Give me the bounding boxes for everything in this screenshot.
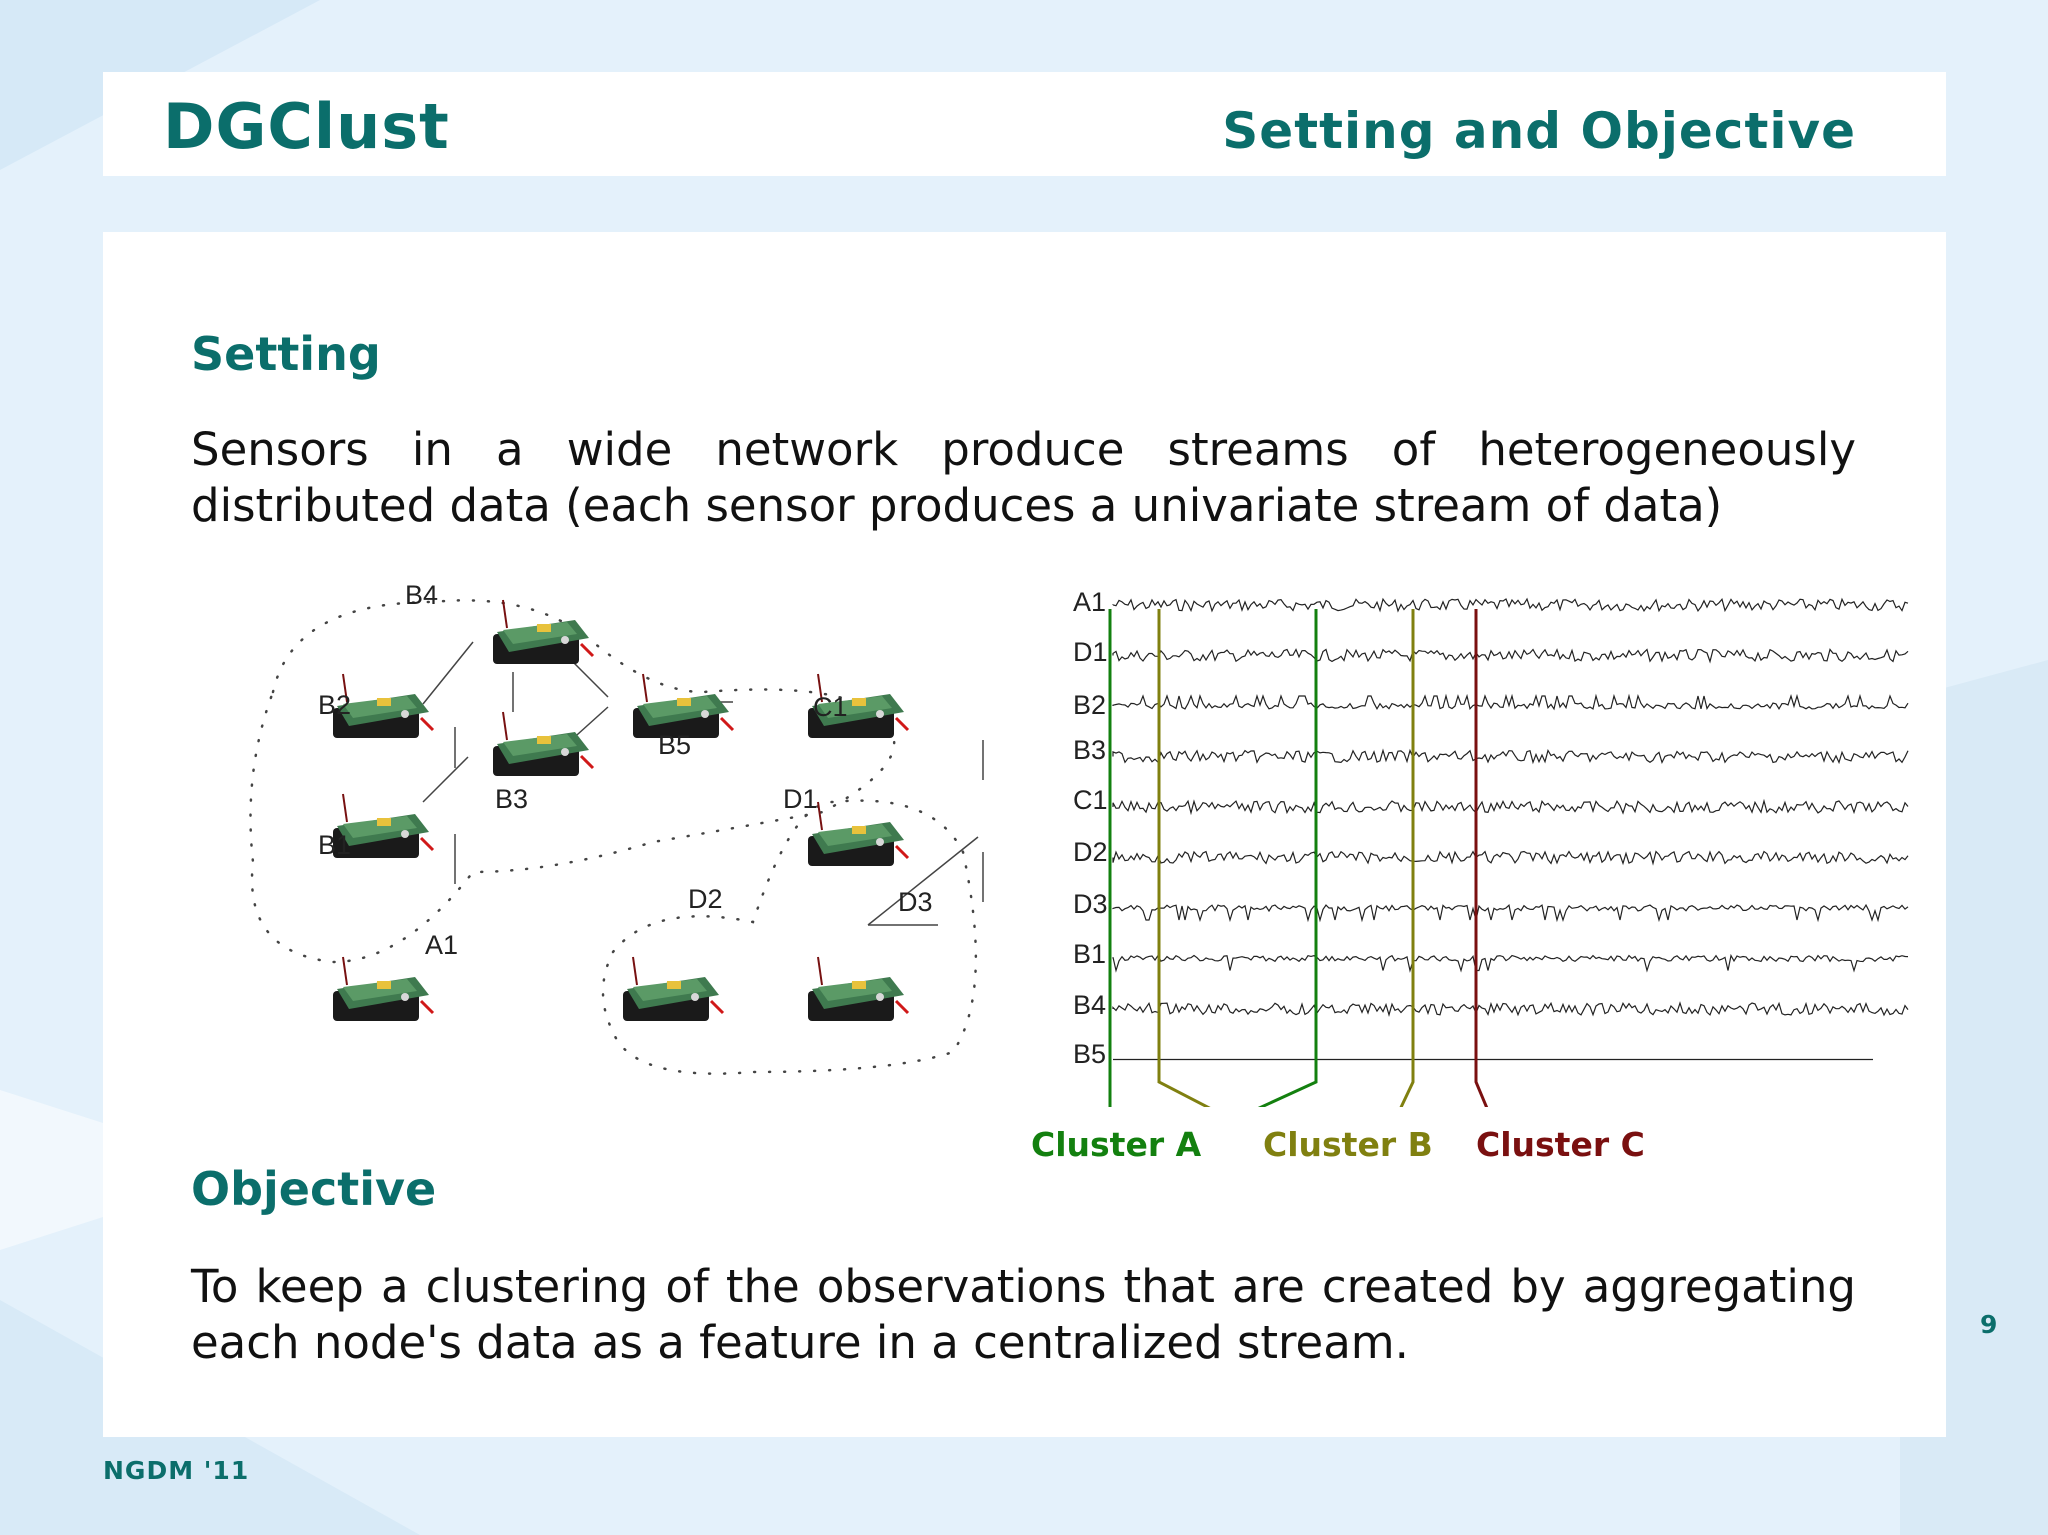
stream-label-d2: D2 — [1073, 837, 1108, 867]
stream-signal — [1112, 748, 1909, 765]
node-label-b5: B5 — [658, 730, 692, 760]
slide-content: Setting Sensors in a wide network produc… — [103, 232, 1946, 1437]
section-title: Setting and Objective — [1222, 102, 1856, 160]
cluster-c-connectors — [1474, 609, 1489, 1107]
page-number: 9 — [1980, 1310, 1998, 1339]
stream-label-b1: B1 — [1073, 939, 1107, 969]
stream-signal — [1112, 850, 1909, 866]
stream-signal — [1112, 798, 1909, 816]
node-label-b3: B3 — [495, 784, 529, 814]
objective-text: To keep a clustering of the observations… — [191, 1260, 1856, 1369]
objective-heading: Objective — [191, 1162, 437, 1216]
stream-signal — [1112, 903, 1909, 923]
stream-signal — [1112, 597, 1909, 613]
setting-text: Sensors in a wide network produce stream… — [191, 423, 1856, 532]
node-label-b1: B1 — [318, 830, 352, 860]
stream-signal — [1112, 648, 1909, 664]
node-label-c1: C1 — [813, 692, 848, 722]
cluster-b-label: Cluster B — [1263, 1125, 1433, 1164]
slide-header: DGClust Setting and Objective — [103, 72, 1946, 176]
stream-signal — [1112, 1001, 1909, 1017]
stream-label-b4: B4 — [1073, 990, 1107, 1020]
stream-signals — [1108, 597, 1909, 1107]
stream-label-c1: C1 — [1073, 785, 1108, 815]
node-label-d2: D2 — [688, 884, 723, 914]
stream-label-b3: B3 — [1073, 735, 1107, 765]
footer-conference: NGDM '11 — [103, 1456, 250, 1485]
node-label-d3: D3 — [898, 887, 933, 917]
cluster-a-label: Cluster A — [1031, 1125, 1202, 1164]
setting-heading: Setting — [191, 327, 381, 381]
node-label-a1: A1 — [425, 930, 459, 960]
cluster-a-connectors — [1108, 609, 1318, 1107]
node-label-b4: B4 — [405, 580, 439, 610]
stream-label-a1: A1 — [1073, 587, 1107, 617]
stream-label-d1: D1 — [1073, 637, 1108, 667]
stream-label-d3: D3 — [1073, 889, 1108, 919]
network-links — [249, 599, 984, 1075]
sensor-network-figure: B4 B2 B3 B1 B5 C1 D1 A1 D2 D3 — [233, 572, 1093, 1112]
stream-label-b5: B5 — [1073, 1039, 1107, 1069]
data-streams-figure: A1 D1 B2 B3 C1 D2 D3 B1 B4 B5 — [1031, 587, 1913, 1187]
stream-label-b2: B2 — [1073, 690, 1107, 720]
stream-signal — [1112, 953, 1909, 973]
cluster-b-connectors — [1157, 609, 1415, 1107]
sensor-boards — [331, 598, 910, 1023]
cluster-c-label: Cluster C — [1476, 1125, 1645, 1164]
stream-signal — [1112, 693, 1909, 711]
node-label-d1: D1 — [783, 784, 818, 814]
app-title: DGClust — [163, 90, 450, 163]
node-label-b2: B2 — [318, 690, 352, 720]
